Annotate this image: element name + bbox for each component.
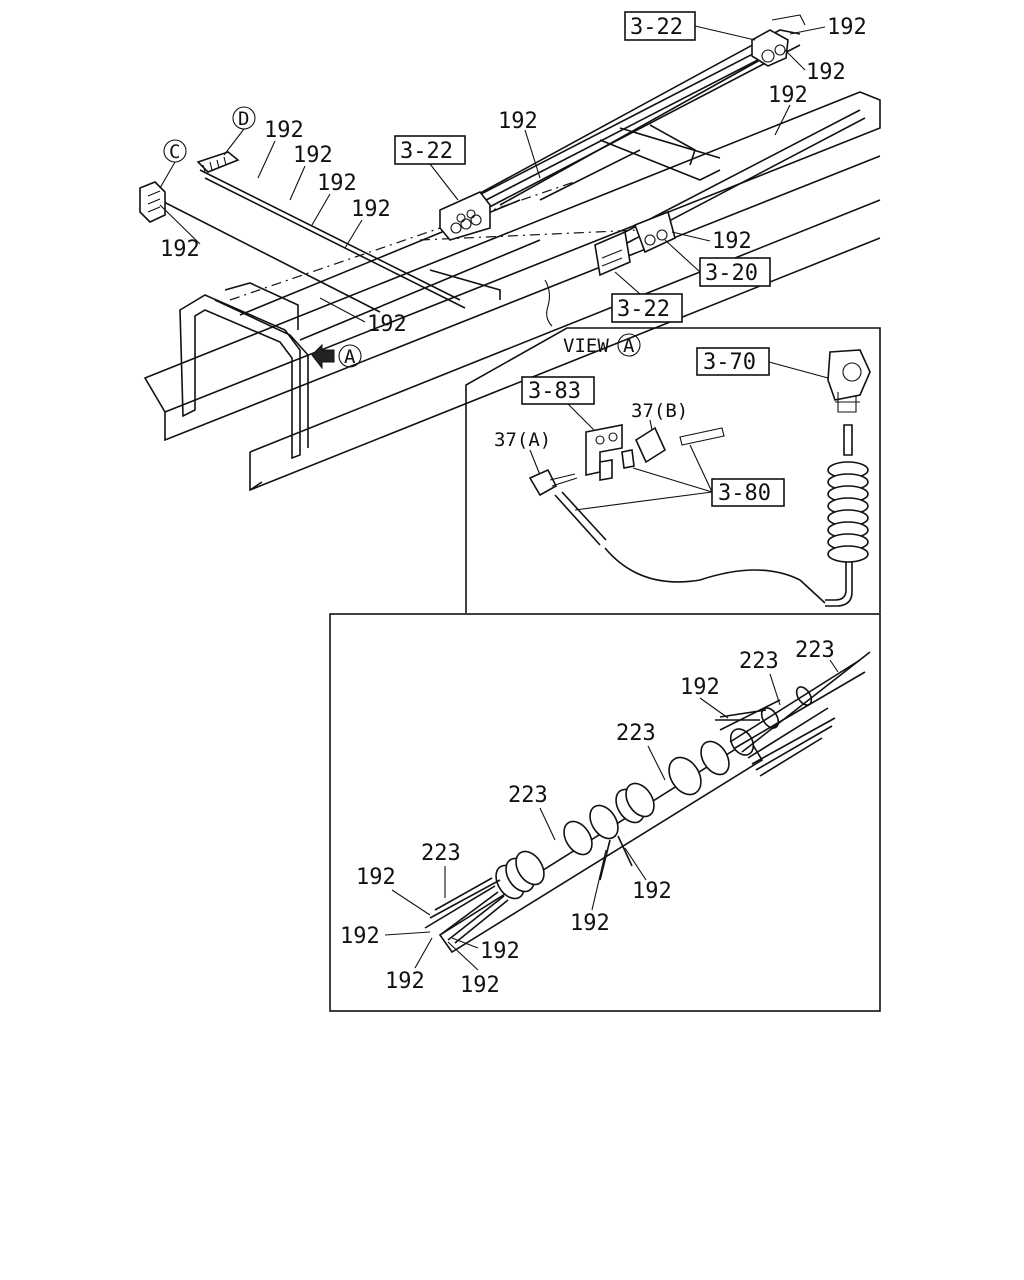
label-223: 223 xyxy=(508,783,548,808)
ref-box-3-20: 3-20 xyxy=(664,239,771,287)
label-192: 192 xyxy=(632,879,672,904)
label-192: 192 xyxy=(293,143,333,168)
label-192: 192 xyxy=(160,237,200,262)
label-192: 192 xyxy=(264,118,304,143)
label-37b: 37(B) xyxy=(631,400,688,422)
label-223: 223 xyxy=(616,721,656,746)
label-223: 223 xyxy=(795,638,835,663)
ref-3-70: 3-70 xyxy=(703,350,756,375)
chassis-frame xyxy=(143,29,881,492)
view-a-arrow: A xyxy=(311,343,362,370)
view-a-letter: A xyxy=(344,346,356,368)
view-a-title-circle xyxy=(617,333,641,357)
sensor-coil xyxy=(827,461,869,563)
svg-text:3-22: 3-22 xyxy=(617,297,670,322)
label-192: 192 xyxy=(460,973,500,998)
view-a-title-letter: A xyxy=(623,335,635,357)
label-192: 192 xyxy=(385,969,425,994)
ref-box-3-22-top: 3-22 xyxy=(624,11,756,41)
svg-text:3-22: 3-22 xyxy=(400,139,453,164)
callout-d-letter: D xyxy=(238,108,249,130)
ref-box-3-22-center: 3-22 xyxy=(394,135,466,201)
callout-c-letter: C xyxy=(169,141,180,163)
label-192: 192 xyxy=(498,109,538,134)
label-192: 192 xyxy=(712,229,752,254)
label-223: 223 xyxy=(739,649,779,674)
label-192: 192 xyxy=(680,675,720,700)
ref-3-80: 3-80 xyxy=(718,481,771,506)
label-37a: 37(A) xyxy=(494,429,551,451)
labels-192-top: 192 192 192 192 192 192 192 192 192 192 … xyxy=(159,15,867,337)
ref-3-83: 3-83 xyxy=(528,379,581,404)
svg-text:3-20: 3-20 xyxy=(705,261,758,286)
label-192: 192 xyxy=(827,15,867,40)
label-192: 192 xyxy=(317,171,357,196)
svg-text:3-22: 3-22 xyxy=(630,15,683,40)
connector-d xyxy=(196,151,240,173)
view-a-panel: VIEW A 3-70 3-83 xyxy=(465,327,881,613)
label-192: 192 xyxy=(340,924,380,949)
label-192: 192 xyxy=(351,197,391,222)
ref-box-3-22-right: 3-22 xyxy=(611,271,683,323)
connector-top-right xyxy=(751,14,806,67)
label-223: 223 xyxy=(421,841,461,866)
connector-cluster-right xyxy=(594,210,676,277)
label-192: 192 xyxy=(480,939,520,964)
harness-main xyxy=(438,686,813,954)
connector-cluster-center xyxy=(439,191,491,241)
connector-c xyxy=(139,181,166,223)
label-192: 192 xyxy=(356,865,396,890)
harness-panel: 223 223 223 223 223 192 192 192 192 192 … xyxy=(329,613,881,1012)
label-192: 192 xyxy=(570,911,610,936)
label-192: 192 xyxy=(768,83,808,108)
label-192: 192 xyxy=(806,60,846,85)
label-192: 192 xyxy=(367,312,407,337)
view-a-title: VIEW xyxy=(563,335,609,357)
